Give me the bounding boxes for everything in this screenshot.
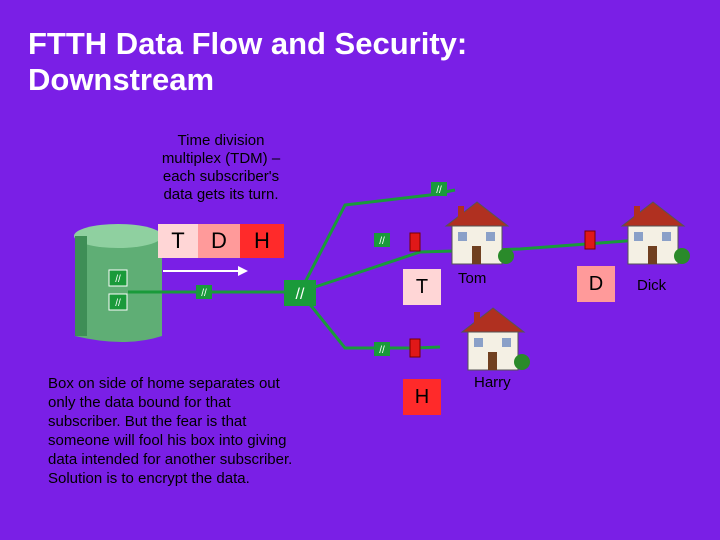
splice-mark-4: // (436, 185, 442, 196)
tdm-note: Time division multiplex (TDM) – each sub… (138, 132, 304, 204)
subscriber-dick: Dick (637, 277, 667, 294)
delivered-d: D (577, 266, 615, 302)
harry-box-icon (409, 338, 421, 358)
house-dick-icon (620, 201, 690, 265)
box-note-line-3: subscriber. But the fear is that (48, 413, 247, 430)
splice-mark-2: // (115, 298, 121, 309)
delivered-t: T (403, 269, 441, 305)
tdm-note-line-4: data gets its turn. (163, 186, 279, 203)
flow-arrow-icon (163, 266, 248, 276)
splice-mark-6: // (379, 345, 385, 356)
house-harry-icon (460, 307, 530, 371)
splice-box-4 (431, 182, 447, 196)
box-note: Box on side of home separates out only t… (48, 374, 388, 488)
box-note-line-4: someone will fool his box into giving (48, 432, 287, 449)
splice-box-2 (108, 293, 128, 311)
splice-mark-3: // (201, 288, 207, 299)
splice-mark-1: // (115, 274, 121, 285)
splitter-mark: // (296, 286, 305, 303)
subscriber-tom: Tom (458, 270, 487, 287)
delivered-h: H (403, 379, 441, 415)
dick-box-icon (584, 230, 596, 250)
splice-mark-5: // (379, 236, 385, 247)
title-line-2: Downstream (28, 62, 215, 97)
tdm-note-line-3: each subscriber's (162, 168, 280, 185)
box-note-line-5: data intended for another subscriber. (48, 451, 293, 468)
slide-title: FTTH Data Flow and Security: Downstream (28, 26, 628, 98)
central-office-icon (74, 224, 162, 342)
splice-box-5 (374, 233, 390, 247)
splice-box-3 (196, 285, 212, 299)
tdm-note-line-2: multiplex (TDM) – (161, 150, 281, 167)
home-network-boxes (409, 230, 596, 358)
fiber-network (128, 188, 641, 350)
tdm-cell-h: H (240, 224, 284, 258)
tom-box-icon (409, 232, 421, 252)
splice-markers: // // // // // // // (108, 182, 447, 356)
splice-box-6 (374, 342, 390, 356)
title-line-1: FTTH Data Flow and Security: (28, 26, 468, 61)
splice-box-1 (108, 269, 128, 287)
box-note-line-1: Box on side of home separates out (48, 375, 280, 392)
tdm-cell-t: T (158, 224, 198, 258)
box-note-line-2: only the data bound for that (48, 394, 231, 411)
box-note-line-6: Solution is to encrypt the data. (48, 470, 250, 487)
splitter-box (284, 280, 316, 306)
house-tom-icon (444, 201, 514, 265)
tdm-note-line-1: Time division (177, 132, 265, 149)
tdm-cell-d: D (198, 224, 240, 258)
subscriber-harry: Harry (474, 374, 511, 391)
